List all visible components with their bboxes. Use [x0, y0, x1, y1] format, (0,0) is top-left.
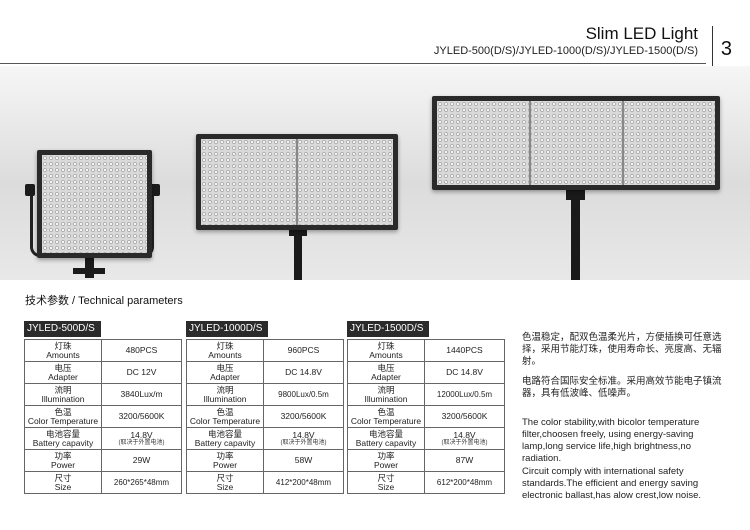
row-value: 480PCS — [101, 339, 182, 362]
row-value: 14.8V(取决于外置电池) — [101, 427, 182, 450]
model-tab: JYLED-1500D/S — [347, 321, 430, 337]
row-value: 14.8V(取决于外置电池) — [424, 427, 505, 450]
specs-heading: 技术参数 / Technical parameters — [25, 295, 183, 307]
row-value: DC 12V — [101, 361, 182, 384]
header-divider — [712, 26, 713, 68]
row-value: 14.8V(取决于外置电池) — [263, 427, 344, 450]
page-number: 3 — [720, 38, 732, 60]
row-value: 412*200*48mm — [263, 471, 344, 494]
product-title: Slim LED Light — [585, 24, 698, 43]
row-value: 58W — [263, 449, 344, 472]
description-en-1: The color stability,with bicolor tempera… — [522, 417, 700, 464]
row-value: 29W — [101, 449, 182, 472]
header-rule — [0, 63, 706, 64]
row-value: 260*265*48mm — [101, 471, 182, 494]
description-cn-1: 色温稳定，配双色温柔光片，方便插换可任意选择，采用节能灯珠，使用寿命长、亮度高、… — [522, 332, 722, 367]
row-value: 3200/5600K — [424, 405, 505, 428]
description-cn-2: 电路符合国际安全标准。采用高效节能电子镇流器，具有低波峰、低噪声。 — [522, 376, 722, 399]
model-list: JYLED-500(D/S)/JYLED-1000(D/S)/JYLED-150… — [433, 45, 698, 57]
model-tab: JYLED-1000D/S — [186, 321, 269, 337]
row-value: 9800Lux/0.5m — [263, 383, 344, 406]
description-en-2: Circuit comply with international safety… — [522, 466, 702, 501]
row-value: 960PCS — [263, 339, 344, 362]
row-value: 87W — [424, 449, 505, 472]
row-value: 3840Lux/m — [101, 383, 182, 406]
row-value: 1440PCS — [424, 339, 505, 362]
row-value: 12000Lux/0.5m — [424, 383, 505, 406]
row-value: 3200/5600K — [101, 405, 182, 428]
row-value: DC 14.8V — [424, 361, 505, 384]
product-photo — [0, 66, 750, 280]
row-value: DC 14.8V — [263, 361, 344, 384]
row-value: 3200/5600K — [263, 405, 344, 428]
row-value: 612*200*48mm — [424, 471, 505, 494]
model-tab: JYLED-500D/S — [24, 321, 101, 337]
